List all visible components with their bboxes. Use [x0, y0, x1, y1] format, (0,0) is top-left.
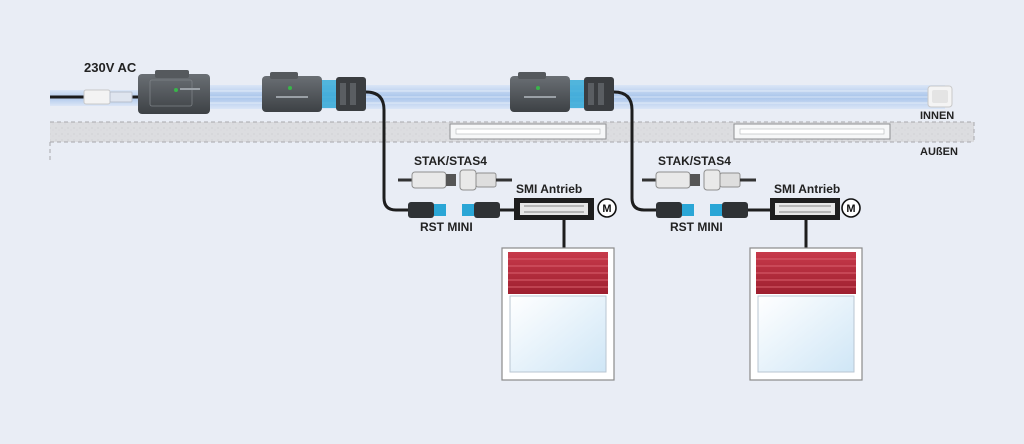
window-left	[501, 247, 615, 381]
distribution-device-2	[510, 72, 614, 112]
inside-label: INNEN	[920, 110, 955, 122]
window-opening-left	[449, 123, 607, 140]
rst-mini-label-right: RST MINI	[670, 220, 723, 234]
motor-label-left: M	[602, 203, 611, 215]
smi-drive-left	[514, 198, 594, 248]
supply-voltage-label: 230V AC	[84, 60, 137, 75]
window-opening-right	[733, 123, 891, 140]
stak-stas4-label-left: STAK/STAS4	[414, 154, 487, 168]
motor-symbol-left: M	[597, 198, 617, 218]
drop-cable-2	[613, 90, 656, 212]
smi-drive-label-right: SMI Antrieb	[774, 182, 841, 196]
smi-drive-right	[770, 198, 840, 248]
rst-mini-connector-right	[656, 202, 770, 218]
motor-symbol-right: M	[841, 198, 861, 218]
bus-end-cap	[927, 85, 953, 108]
smi-drive-label-left: SMI Antrieb	[516, 182, 583, 196]
window-right	[749, 247, 863, 381]
feed-in-device	[138, 70, 210, 114]
stak-stas4-plug-left	[398, 169, 512, 191]
stak-stas4-plug-right	[642, 169, 756, 191]
rst-mini-connector-left	[408, 202, 514, 218]
stak-stas4-label-right: STAK/STAS4	[658, 154, 731, 168]
distribution-device-1	[262, 72, 366, 112]
motor-label-right: M	[846, 203, 855, 215]
drop-cable-1	[365, 90, 408, 212]
rst-mini-label-left: RST MINI	[420, 220, 473, 234]
outside-label: AUßEN	[920, 146, 958, 158]
